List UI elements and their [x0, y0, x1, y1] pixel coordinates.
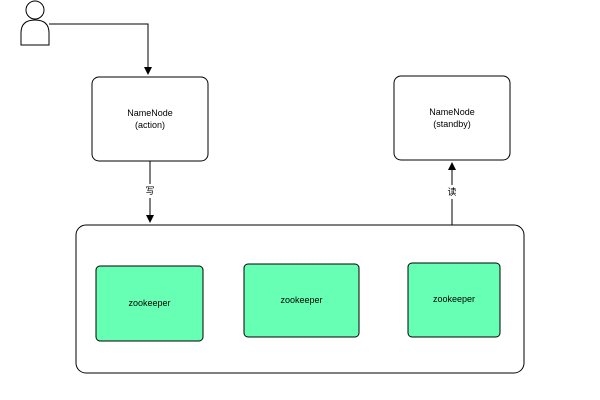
actor-head	[25, 0, 45, 20]
user-to-namenode-connector	[49, 23, 152, 75]
user-actor-icon	[20, 0, 50, 46]
actor-body	[20, 19, 50, 46]
namenode-active-label-line2: (action)	[135, 120, 165, 130]
read-edge: 读	[445, 162, 459, 225]
namenode-active-label-line1: NameNode	[127, 108, 173, 118]
zookeeper-node-3[interactable]: zookeeper	[407, 262, 501, 338]
namenode-standby-box[interactable]: NameNode (standby)	[393, 75, 511, 161]
write-edge: 写	[143, 161, 157, 223]
namenode-active-box[interactable]: NameNode (action)	[91, 76, 209, 162]
zookeeper-node-1-label: zookeeper	[128, 298, 170, 308]
zookeeper-node-1[interactable]: zookeeper	[95, 265, 204, 342]
zookeeper-node-2-label: zookeeper	[280, 295, 322, 305]
namenode-standby-label-line2: (standby)	[433, 119, 471, 129]
namenode-standby-label-line1: NameNode	[429, 107, 475, 117]
read-edge-label: 读	[447, 186, 456, 198]
zookeeper-node-3-label: zookeeper	[433, 294, 475, 304]
zookeeper-node-2[interactable]: zookeeper	[243, 263, 360, 338]
write-edge-label: 写	[145, 186, 154, 197]
